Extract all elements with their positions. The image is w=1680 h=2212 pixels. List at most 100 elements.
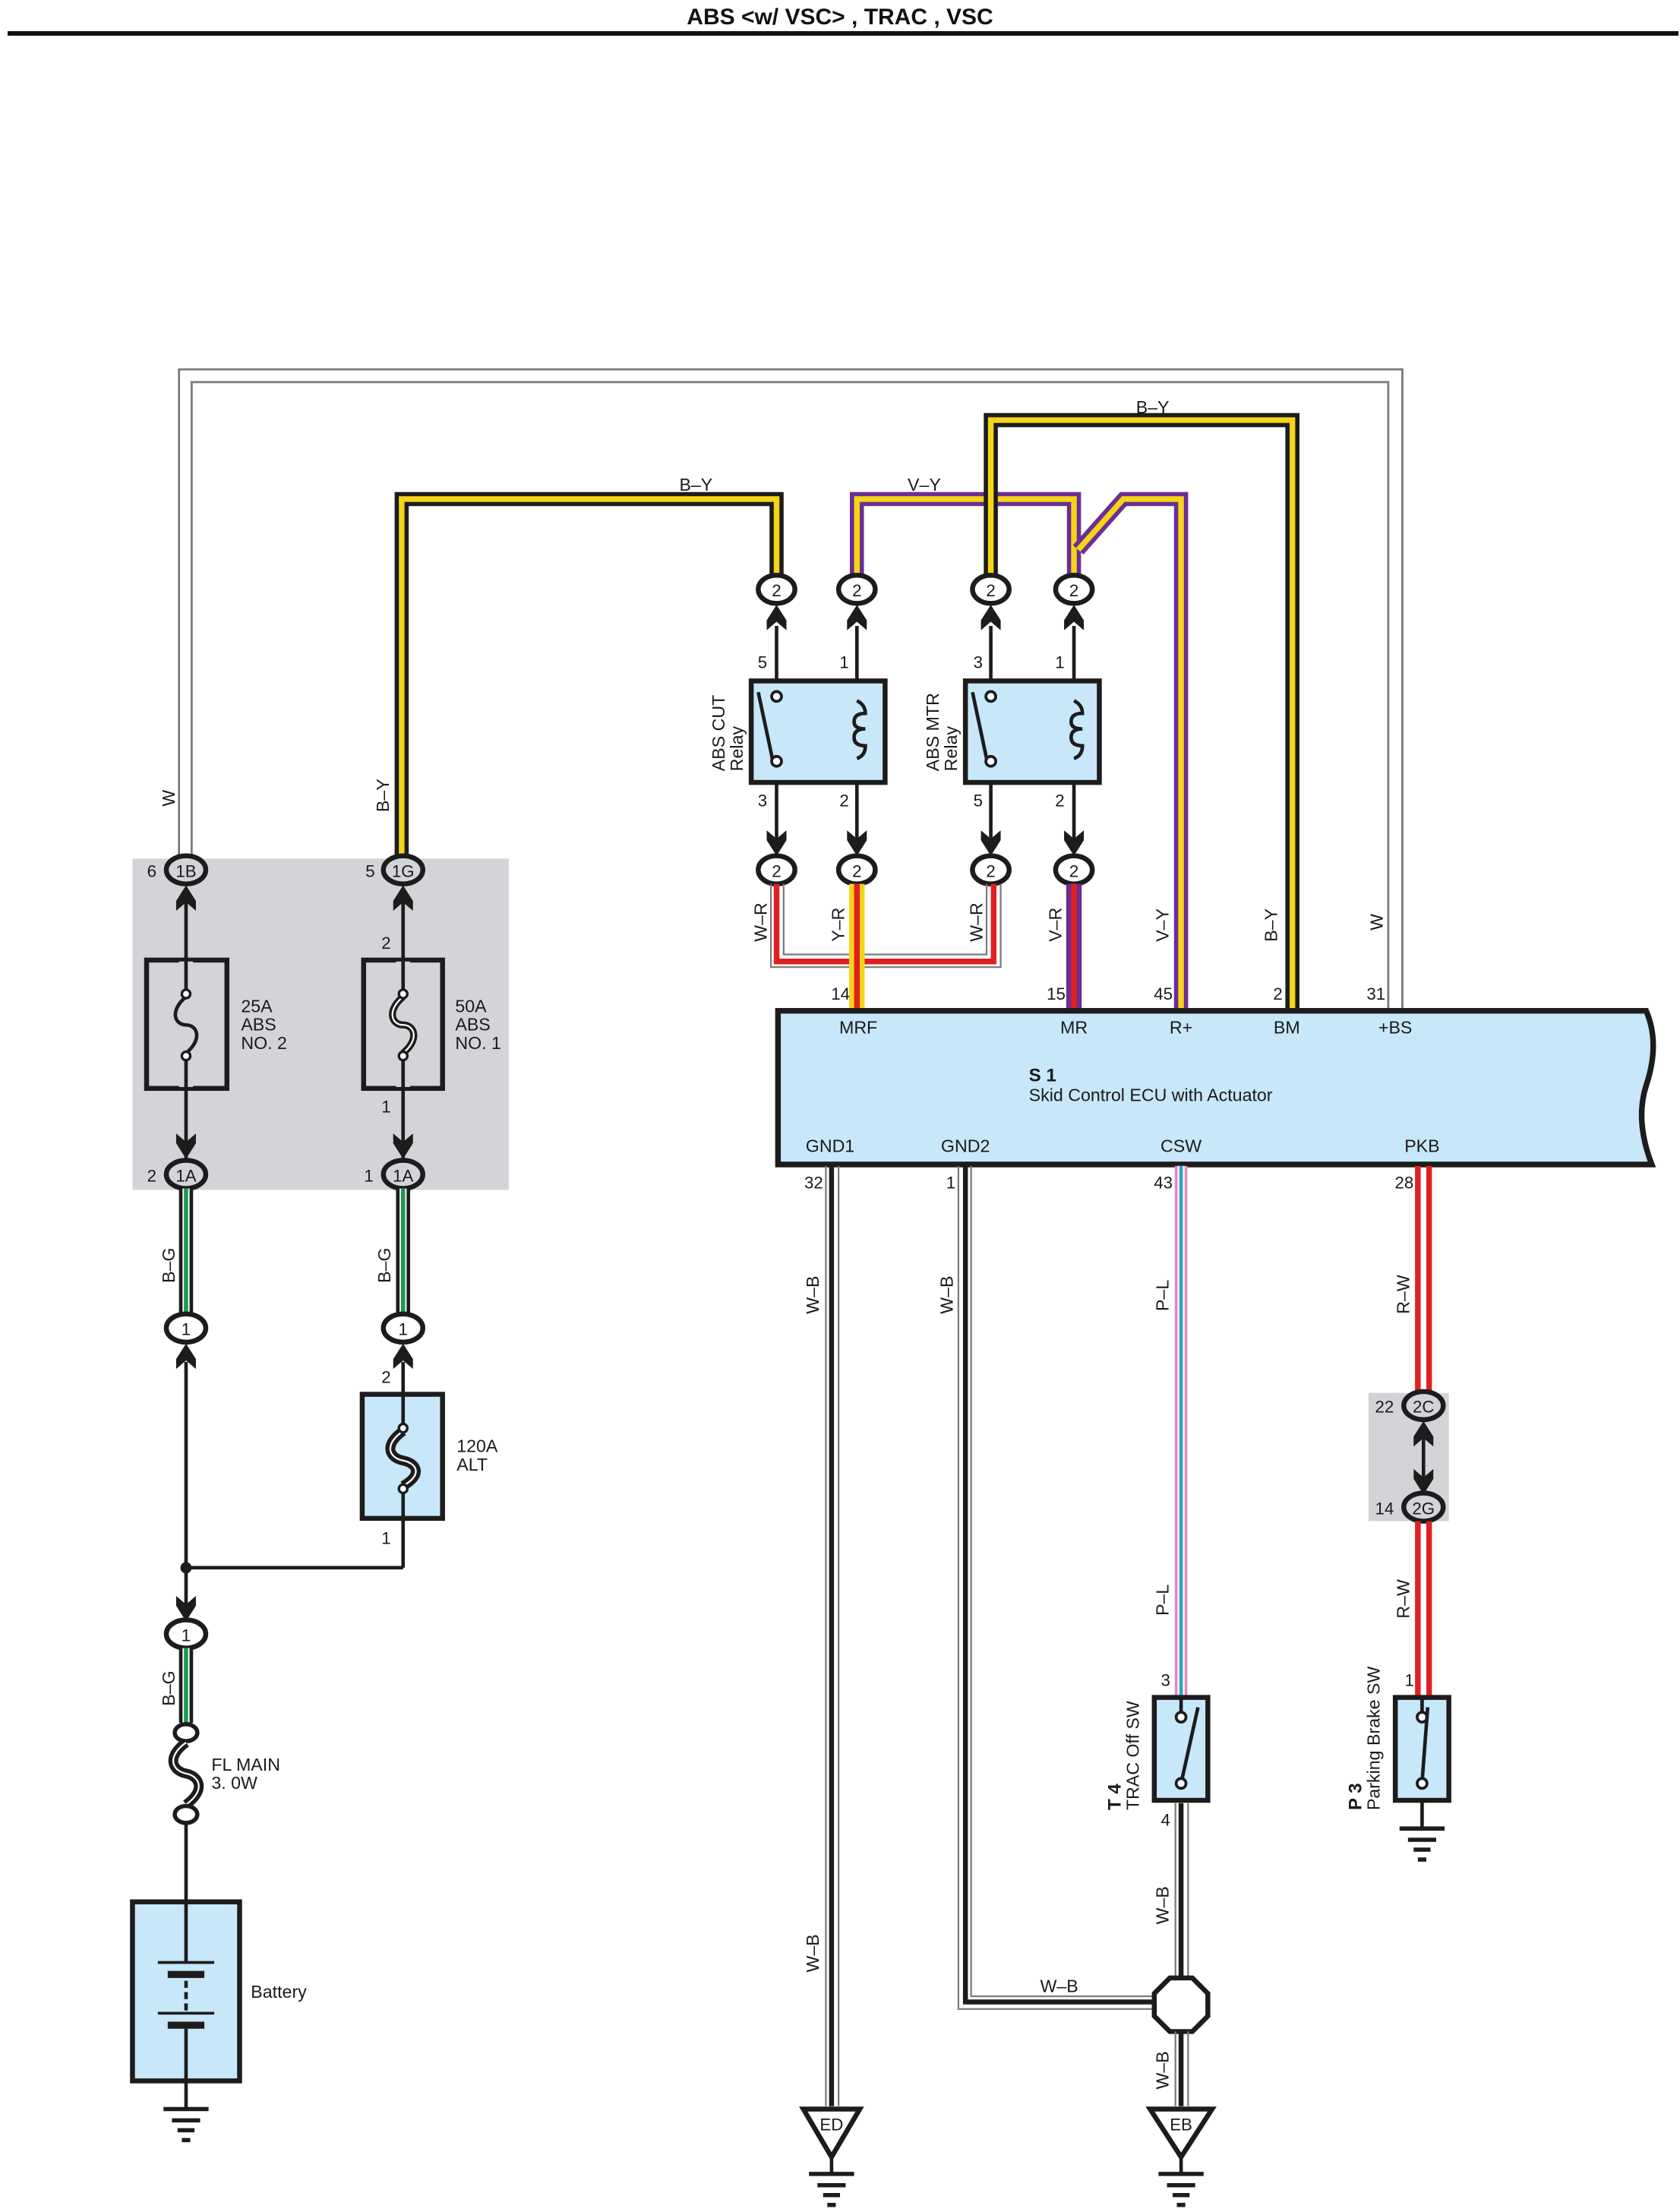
svg-text:2: 2 xyxy=(986,581,995,600)
battery-label: Battery xyxy=(251,1982,307,2002)
svg-text:2: 2 xyxy=(1069,861,1078,880)
svg-text:6: 6 xyxy=(147,861,156,880)
connector-relay-top-4: 2 xyxy=(1053,572,1095,630)
wire-wr xyxy=(769,883,1002,969)
relay-coil-icon xyxy=(852,699,867,760)
ecu-pin-num-45: 45 xyxy=(1154,984,1173,1003)
relay-bottom-connectors: 2 2 2 2 xyxy=(756,830,1095,886)
fl-main-fusible-link: FL MAIN 3. 0W xyxy=(168,1722,280,1825)
ecu-pin-num-15: 15 xyxy=(1047,984,1066,1003)
svg-text:FL MAIN: FL MAIN xyxy=(211,1755,280,1774)
svg-text:2: 2 xyxy=(772,581,781,600)
wire-label-by-left-vertical: B–Y xyxy=(373,779,393,812)
connector-1-right: 1 xyxy=(381,1311,425,1370)
wire-label-wb-gnd2: W–B xyxy=(936,1276,956,1314)
svg-text:3: 3 xyxy=(974,653,983,672)
connector-1a-left: 1A 2 xyxy=(147,1133,209,1191)
wire-label-yr: Y–R xyxy=(829,908,848,942)
connector-relay-top-3: 2 xyxy=(970,572,1012,630)
ecu-pin-num-1: 1 xyxy=(946,1174,955,1193)
ground-point-eb: EB xyxy=(1145,2106,1217,2174)
svg-text:25A: 25A xyxy=(241,997,273,1016)
wire-label-rw-lower: R–W xyxy=(1394,1579,1413,1619)
svg-text:2: 2 xyxy=(852,581,861,600)
svg-text:1B: 1B xyxy=(175,861,196,880)
svg-text:2G: 2G xyxy=(1412,1499,1435,1518)
wire-wb-gnd1 xyxy=(825,1165,840,2106)
svg-text:1: 1 xyxy=(364,1166,373,1185)
wire-label-by-left-top: B–Y xyxy=(679,475,712,495)
switch-contact-icon xyxy=(1179,1707,1200,1784)
svg-text:Relay: Relay xyxy=(727,726,747,772)
wire-label-wb-splice: W–B xyxy=(1041,1976,1078,1996)
svg-text:2: 2 xyxy=(986,861,995,880)
svg-text:1: 1 xyxy=(381,1097,390,1116)
fuse-50a-abs-no1: 2 1 50A ABS NO. 1 xyxy=(361,934,501,1116)
wire-label-bg-lower: B–G xyxy=(159,1670,178,1705)
svg-text:5: 5 xyxy=(758,653,767,672)
svg-text:2: 2 xyxy=(1055,792,1064,811)
parking-brake-switch-code: P 3 xyxy=(1346,1783,1366,1810)
title-rule xyxy=(8,31,1678,36)
abs-cut-relay: 5 1 3 2 ABS CUT Relay xyxy=(709,653,888,811)
wire-label-pl-upper: P–L xyxy=(1152,1280,1172,1311)
svg-text:1: 1 xyxy=(182,1320,191,1339)
svg-text:1: 1 xyxy=(1405,1671,1414,1690)
svg-text:1: 1 xyxy=(399,1320,408,1339)
wire-label-wr-1: W–R xyxy=(751,902,771,942)
svg-text:3: 3 xyxy=(1161,1671,1170,1690)
wire-label-by-ecu: B–Y xyxy=(1261,908,1281,942)
ecu-pin-num-14: 14 xyxy=(831,984,850,1003)
svg-text:2: 2 xyxy=(1069,581,1078,600)
connector-1g: 1G 5 xyxy=(365,853,425,911)
wire-label-wr-2: W–R xyxy=(966,902,986,942)
svg-text:1: 1 xyxy=(1055,653,1064,672)
svg-text:14: 14 xyxy=(1375,1499,1394,1518)
abs-mtr-relay-label: ABS MTR xyxy=(923,693,943,771)
wire-label-vy-top: V–Y xyxy=(908,475,941,495)
connector-relay-top-2: 2 xyxy=(835,572,878,630)
ground-point-ed: ED xyxy=(799,2106,864,2174)
ground-icon xyxy=(1400,1828,1445,1860)
splice-point-icon xyxy=(1151,1975,1211,2034)
svg-text:ED: ED xyxy=(819,2115,843,2134)
relay-coil-icon xyxy=(1069,699,1085,760)
wire-by-left xyxy=(394,491,784,863)
svg-text:1: 1 xyxy=(381,1528,390,1547)
wire-label-bg-right: B–G xyxy=(374,1248,394,1283)
connector-1b: 1B 6 xyxy=(147,853,209,911)
ecu-pin-pkb: PKB xyxy=(1404,1136,1439,1155)
svg-text:5: 5 xyxy=(974,792,983,811)
ecu-pin-num-32: 32 xyxy=(804,1174,823,1193)
wire-label-rw-upper: R–W xyxy=(1394,1275,1413,1314)
connector-relay-top-1: 2 xyxy=(756,572,797,630)
battery: Battery xyxy=(130,1899,307,2109)
wire-vy xyxy=(849,491,1189,1010)
wire-label-vr: V–R xyxy=(1045,908,1065,942)
wire-wb-eb xyxy=(1174,2031,1189,2106)
svg-text:2: 2 xyxy=(772,861,781,880)
trac-off-switch-code: T 4 xyxy=(1104,1784,1125,1810)
svg-text:3. 0W: 3. 0W xyxy=(211,1773,257,1793)
trac-off-switch-label: TRAC Off SW xyxy=(1123,1701,1142,1810)
svg-text:1: 1 xyxy=(839,653,848,672)
abs-cut-relay-label: ABS CUT xyxy=(709,695,728,772)
wire-label-wb-eb: W–B xyxy=(1152,2051,1172,2089)
junction-2c-2g: 2C 22 2G 14 xyxy=(1368,1389,1449,1524)
wire-label-wb-t4: W–B xyxy=(1152,1886,1172,1924)
svg-text:1G: 1G xyxy=(392,861,415,880)
svg-text:NO. 2: NO. 2 xyxy=(241,1033,287,1053)
parking-brake-switch-label: Parking Brake SW xyxy=(1364,1666,1384,1810)
fuse-25a-abs-no2: 25A ABS NO. 2 xyxy=(144,957,287,1092)
svg-text:22: 22 xyxy=(1375,1398,1394,1417)
ground-icon xyxy=(1158,2174,1203,2205)
parking-brake-switch: 1 P 3 Parking Brake SW xyxy=(1346,1666,1451,1829)
wire-label-bg-left: B–G xyxy=(159,1248,178,1283)
relay-top-connectors: 2 2 2 2 xyxy=(756,572,1095,630)
ecu-pin-num-28: 28 xyxy=(1395,1174,1414,1193)
svg-text:4: 4 xyxy=(1161,1810,1170,1829)
connector-2g: 2G 14 xyxy=(1375,1468,1446,1524)
svg-text:50A: 50A xyxy=(455,997,487,1016)
wire-label-wb-gnd1-lower: W–B xyxy=(803,1934,823,1972)
